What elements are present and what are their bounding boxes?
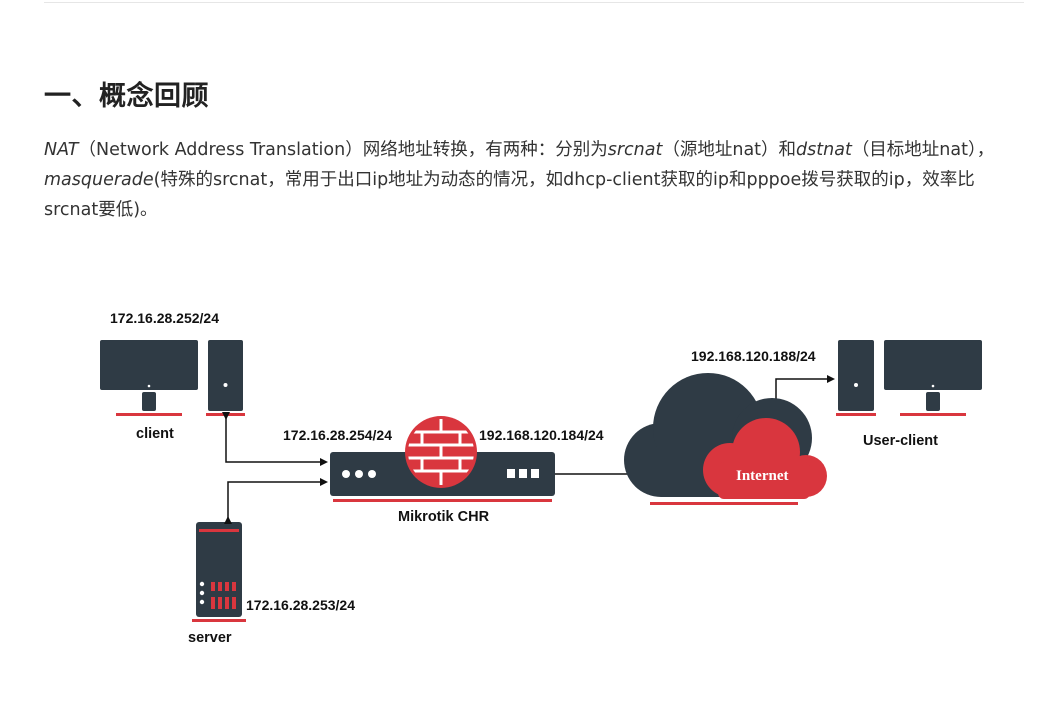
top-divider [44,2,1024,3]
router-label: Mikrotik CHR [398,509,490,525]
client-ip-label: 172.16.28.252/24 [110,310,219,326]
client-label: client [136,426,174,442]
user-client-ip-label: 192.168.120.188/24 [691,348,816,364]
server-label: server [188,630,232,646]
text-part: （目标地址nat）， [851,140,995,160]
internet-label: Internet [736,468,789,484]
firewall-icon [405,416,477,488]
term-srcnat: srcnat [607,140,663,160]
text-part: (特殊的srcnat，常用于出口ip地址为动态的情况，如dhcp-client获… [44,170,975,220]
client-router-link [222,412,328,466]
user-client-label: User-client [863,433,938,449]
server-ip-label: 172.16.28.253/24 [246,597,355,613]
server-router-link [224,478,328,524]
term-masquerade: masquerade [44,170,154,190]
client-computer-icon [100,340,245,416]
term-nat: NAT [44,140,79,160]
router-wan-ip-label: 192.168.120.184/24 [479,427,604,443]
router-lan-ip-label: 172.16.28.254/24 [283,427,392,443]
network-diagram: 172.16.28.252/24 client 172.16.28.253/24… [100,309,982,648]
nat-description: NAT（Network Address Translation）网络地址转换，有… [44,135,1028,225]
user-client-computer-icon [836,340,982,416]
text-part: （Network Address Translation）网络地址转换，有两种：… [78,140,608,160]
internet-cloud-icon [624,373,827,505]
term-dstnat: dstnat [796,140,852,160]
text-part: （源地址nat）和 [662,140,797,160]
server-icon [192,522,246,622]
section-heading: 一、概念回顾 [44,81,209,112]
